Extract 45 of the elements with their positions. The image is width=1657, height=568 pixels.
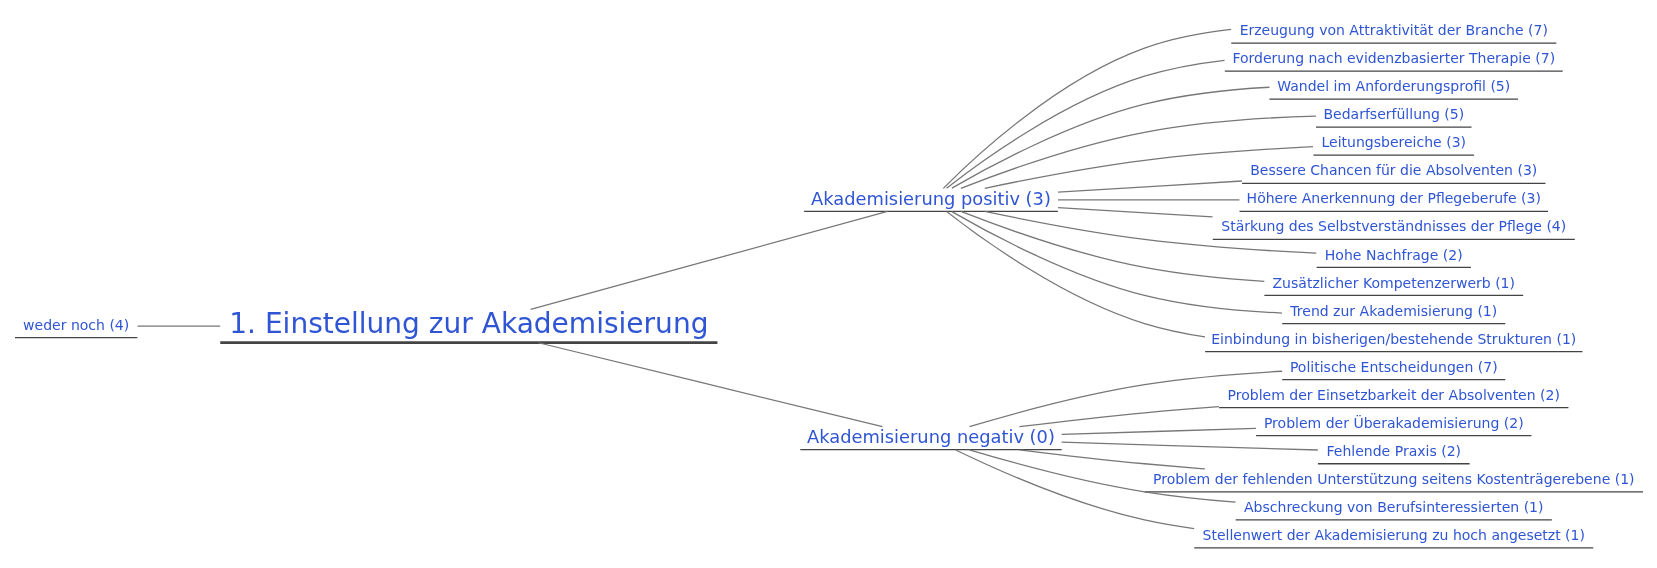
connector bbox=[1056, 206, 1213, 218]
connector bbox=[1056, 180, 1243, 193]
node-text: Fehlende Praxis (2) bbox=[1326, 442, 1461, 459]
node-text: Stärkung des Selbstverständnisses der Pflege (4) bbox=[1220, 218, 1566, 235]
connector bbox=[945, 59, 1225, 189]
connector bbox=[945, 210, 1206, 338]
connector bbox=[983, 210, 1317, 254]
node-text: Bedarfserfüllung (5) bbox=[1322, 106, 1464, 123]
connector bbox=[529, 210, 888, 311]
connector bbox=[1056, 199, 1240, 201]
connector bbox=[959, 210, 1265, 282]
connector bbox=[968, 449, 1236, 503]
connector bbox=[1060, 427, 1257, 435]
node-text: Leitungsbereiche (3) bbox=[1320, 134, 1466, 151]
connector bbox=[959, 115, 1317, 189]
node-text: weder noch (4) bbox=[22, 316, 129, 333]
node-text: Abschreckung von Berufsinteressierten (1) bbox=[1243, 498, 1544, 515]
node-text: Problem der Einsetzbarkeit der Absolventen (2) bbox=[1227, 386, 1560, 403]
connector bbox=[942, 28, 1232, 189]
node-text: Politische Entscheidungen (7) bbox=[1289, 358, 1498, 375]
node-text: 1. Einstellung zur Akademisierung bbox=[228, 307, 708, 341]
node-text: Stellenwert der Akademisierung zu hoch angesetzt (1) bbox=[1202, 527, 1585, 543]
connector bbox=[954, 449, 1195, 530]
connector bbox=[537, 342, 883, 428]
connector bbox=[950, 210, 1283, 314]
node-text: Akademisierung negativ (0) bbox=[806, 425, 1055, 447]
connector bbox=[968, 370, 1283, 428]
node-text: Hohe Nachfrage (2) bbox=[1324, 246, 1463, 263]
node-text: Bessere Chancen für die Absolventen (3) bbox=[1249, 162, 1537, 179]
connector bbox=[1060, 441, 1318, 451]
connector bbox=[136, 325, 221, 327]
node-text: Einbindung in bisherigen/bestehende Strukturen (1) bbox=[1210, 330, 1576, 347]
node-text: Forderung nach evidenzbasierter Therapie (7) bbox=[1231, 50, 1555, 67]
connector bbox=[1018, 449, 1206, 470]
node-text: Problem der fehlenden Unterstützung seitens Kostenträgerebene (1) bbox=[1152, 470, 1635, 487]
connector bbox=[983, 146, 1314, 189]
connector bbox=[1018, 406, 1220, 428]
node-text: Wandel im Anforderungsprofil (5) bbox=[1276, 78, 1510, 95]
node-text: Trend zur Akademisierung (1) bbox=[1289, 302, 1497, 319]
node-text: Zusätzlicher Kompetenzerwerb (1) bbox=[1272, 274, 1515, 291]
connector bbox=[950, 86, 1270, 189]
node-text: Problem der Überakademisierung (2) bbox=[1263, 414, 1524, 431]
node-text: Höhere Anerkennung der Pflegeberufe (3) bbox=[1246, 190, 1541, 207]
node-text: Akademisierung positiv (3) bbox=[810, 187, 1051, 209]
node-text: Erzeugung von Attraktivität der Branche (7) bbox=[1239, 22, 1548, 39]
